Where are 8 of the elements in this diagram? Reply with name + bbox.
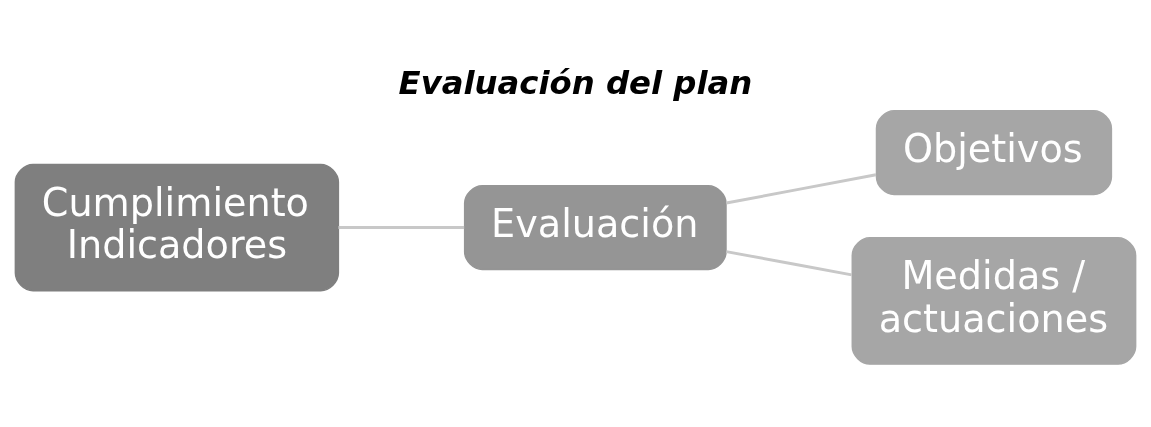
- node-box: Evaluación: [463, 184, 727, 270]
- diagram-title: Evaluación del plan: [398, 63, 753, 102]
- node-box: Objetivos: [875, 109, 1113, 195]
- connector: [726, 249, 852, 276]
- node-box: Cumplimiento Indicadores: [14, 163, 340, 291]
- node-box: Medidas / actuaciones: [851, 236, 1137, 365]
- connector: [338, 225, 465, 229]
- connector: [726, 172, 877, 204]
